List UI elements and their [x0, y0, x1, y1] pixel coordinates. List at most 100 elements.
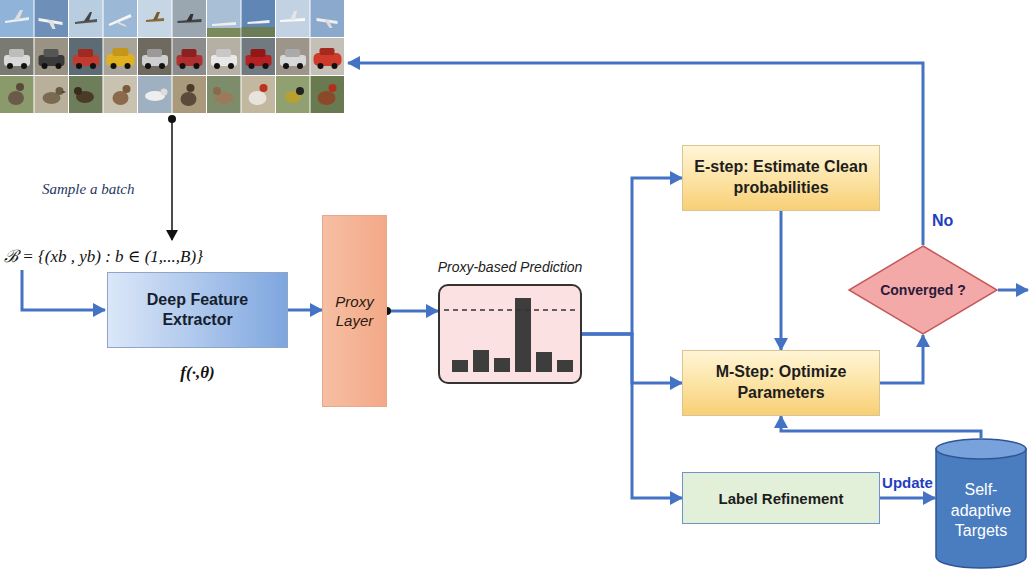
drawing-part [249, 63, 255, 69]
drawing-part [125, 63, 131, 69]
drawing-part [173, 0, 207, 37]
drawing-part [104, 0, 138, 37]
drawing-part [251, 49, 266, 57]
drawing-part [35, 0, 69, 37]
drawing-part [285, 49, 300, 57]
drawing-part [138, 38, 172, 75]
connector-arrow [880, 497, 935, 500]
drawing-part [173, 38, 207, 75]
edge-label: Update [882, 474, 933, 491]
drawing-part [276, 0, 310, 37]
bar [515, 298, 531, 372]
drawing-part [69, 76, 103, 113]
drawing-part [56, 87, 64, 95]
drawing-part [173, 76, 207, 113]
drawing-part [0, 0, 34, 37]
drawing-part [180, 63, 186, 69]
drawing-part [187, 14, 194, 21]
drawing-part [117, 21, 127, 27]
process-box: E-step: Estimate Clean probabilities [682, 145, 880, 211]
drawing-part [207, 0, 241, 37]
drawing-part [216, 49, 231, 57]
diamond-shape [849, 246, 997, 334]
drawing-part [242, 27, 276, 37]
node-text: Label Refinement [710, 490, 851, 507]
drawing-part [329, 84, 337, 92]
drawing-part [44, 49, 59, 57]
image-grid [0, 76, 344, 113]
bar [557, 360, 573, 372]
drawing-part [74, 87, 82, 95]
drawing-part [213, 87, 221, 95]
drawing-part [76, 63, 82, 69]
connector-arrow [780, 211, 783, 350]
drawing-part [173, 76, 207, 113]
connector-arrow [582, 178, 682, 334]
histogram [440, 286, 580, 382]
branch-label: No [932, 212, 953, 230]
bar [473, 350, 489, 372]
drawing-part [242, 38, 276, 75]
drawing-part [212, 22, 236, 26]
drawing-part [242, 0, 276, 37]
drawing-part [214, 63, 220, 69]
drawing-part [194, 63, 200, 69]
step-label: Sample a batch [42, 181, 134, 198]
drawing-part [7, 63, 13, 69]
drawing-part [297, 63, 303, 69]
drawing-part [276, 76, 310, 113]
drawing-part [69, 38, 103, 75]
prediction-chart: Proxy-based Prediction [438, 284, 582, 384]
drawing-part [207, 28, 241, 37]
connector-arrow [880, 335, 923, 383]
node-text: Proxy-based Prediction [410, 259, 610, 275]
drawing-part [35, 38, 69, 75]
drawing-part [56, 63, 62, 69]
connector-arrow [582, 334, 682, 498]
node-text: Self-adaptive Targets [935, 464, 1027, 542]
drawing-part [161, 89, 168, 96]
drawing-part [332, 63, 338, 69]
drawing-part [260, 84, 268, 92]
sample-arrow [171, 119, 173, 240]
drawing-part [276, 38, 310, 75]
drawing-part [9, 49, 24, 57]
drawing-part [173, 0, 207, 37]
drawing-part [242, 76, 276, 113]
drawing-part [69, 76, 103, 113]
loop-arrow [348, 63, 923, 245]
drawing-part [228, 63, 234, 69]
process-box: Label Refinement [682, 472, 880, 524]
node-text: M-Step: Optimize Parameters [683, 362, 879, 404]
drawing-part [207, 76, 241, 113]
drawing-part [311, 76, 345, 113]
drawing-part [207, 0, 241, 37]
drawing-part [138, 76, 172, 113]
formula: ℬ = {(xb , yb) : b ∈ (1,...,B)} [4, 244, 203, 267]
drawing-part [104, 76, 138, 113]
drawing-part [111, 63, 117, 69]
drawing-part [0, 38, 34, 75]
drawing-part [42, 63, 48, 69]
drawing-part [296, 87, 304, 95]
drawing-part [242, 38, 276, 75]
drawing-part [311, 0, 345, 37]
drawing-part [290, 11, 297, 20]
bar [452, 360, 468, 372]
drawing-part [318, 63, 324, 69]
drawing-part [311, 38, 345, 75]
node-text: Converged ? [860, 281, 986, 299]
cylinder-top [936, 439, 1026, 459]
drawing-part [320, 48, 335, 55]
drawing-part [0, 38, 34, 75]
drawing-part [173, 38, 207, 75]
bar [494, 358, 510, 372]
drawing-part [276, 76, 310, 113]
image-grid [0, 38, 344, 75]
connector-arrow [387, 310, 438, 313]
drawing-part [207, 38, 241, 75]
drawing-part [21, 63, 27, 69]
node-text: Deep Feature Extractor [108, 290, 287, 330]
drawing-part [242, 76, 276, 113]
node-text: E-step: Estimate Clean probabilities [683, 157, 879, 199]
